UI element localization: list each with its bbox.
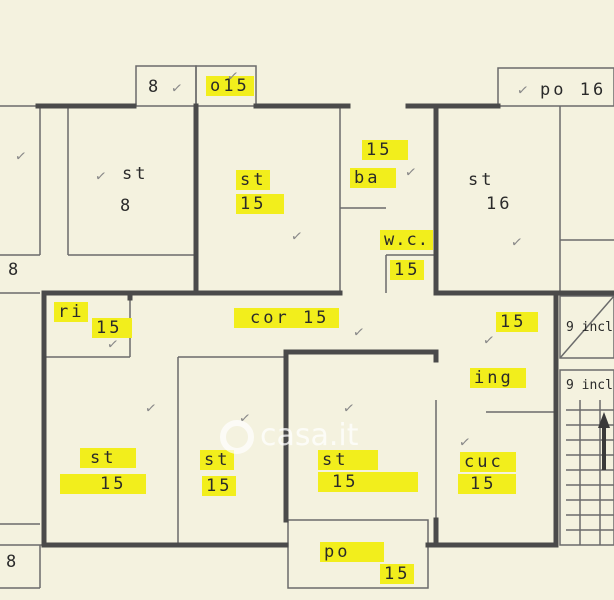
room-st-15a-label: st: [236, 170, 271, 190]
left-top-8: 8: [8, 260, 22, 280]
stair-incl-bottom: 9 incl: [566, 378, 613, 393]
room-st-15d-num: 15: [318, 472, 419, 492]
kitchen-label: cuc: [460, 452, 516, 472]
wc-label: w.c.: [380, 230, 433, 250]
casa-it-watermark: casa.it: [220, 418, 359, 454]
corridor-label: cor 15: [234, 308, 340, 328]
bath-label: ba: [350, 168, 397, 188]
balcony-po16-label: po 16: [540, 80, 607, 100]
room-st-15c-num: 15: [202, 476, 237, 496]
stair-incl-top: 9 incl: [566, 320, 613, 335]
left-bottom-8: 8: [6, 552, 20, 572]
balcony-po-label: po: [320, 542, 385, 562]
room-st-8-label: st: [122, 164, 149, 184]
stair-arrow: [598, 412, 610, 470]
balcony-po-num: 15: [380, 564, 415, 584]
room-st-15c-label: st: [200, 450, 235, 470]
room-st-16-num: 16: [486, 194, 513, 214]
watermark-text: casa.it: [260, 418, 359, 453]
home-icon: [220, 419, 254, 454]
bath-num: 15: [362, 140, 409, 160]
balcony-top-left-label: 8: [148, 77, 162, 97]
kitchen-num: 15: [458, 474, 517, 494]
ri-label: ri: [54, 302, 89, 322]
room-st-15a-num: 15: [236, 194, 285, 214]
ing-num: 15: [496, 312, 539, 332]
room-st-15b-num: 15: [60, 474, 147, 494]
balcony-top-o15-label: o15: [206, 76, 254, 96]
ing-label: ing: [470, 368, 526, 388]
room-st-16-label: st: [468, 170, 495, 190]
thin-walls: [0, 65, 614, 589]
room-st-15b-label: st: [80, 448, 137, 468]
room-st-8-num: 8: [120, 196, 134, 216]
ri-num: 15: [92, 318, 133, 338]
wc-num: 15: [390, 260, 425, 280]
room-st-15d-label: st: [318, 450, 379, 470]
thick-walls: [35, 103, 614, 548]
